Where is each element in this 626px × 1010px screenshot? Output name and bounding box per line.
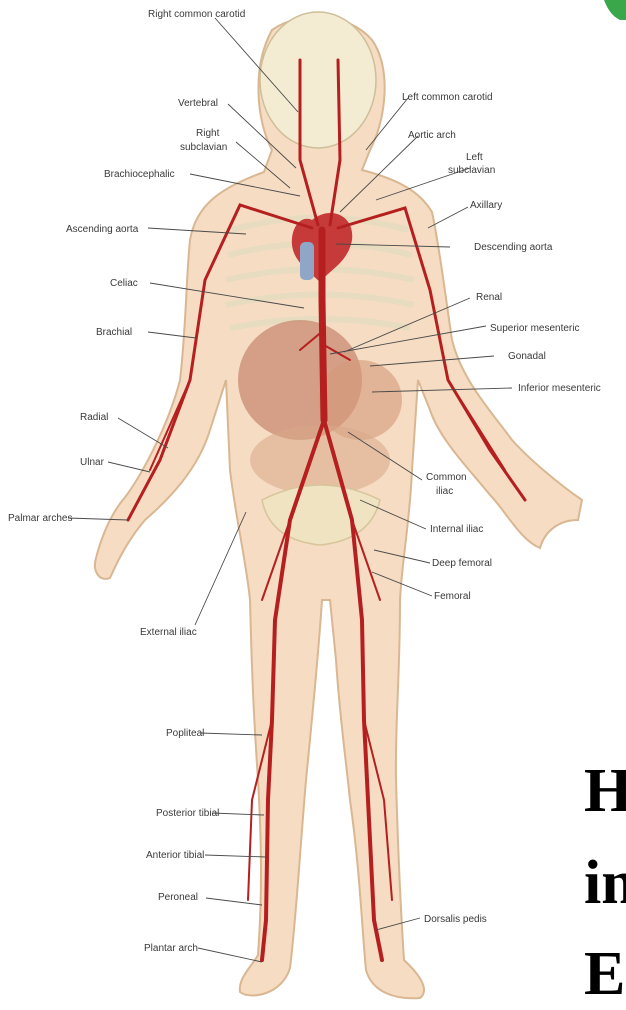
label-posterior-tibial: Posterior tibial xyxy=(156,808,219,819)
label-ascending-aorta: Ascending aorta xyxy=(66,224,139,235)
label-right-subclavian-line2: subclavian xyxy=(180,142,227,153)
slide-title-line2: in xyxy=(584,852,626,914)
label-popliteal: Popliteal xyxy=(166,728,204,739)
label-gonadal: Gonadal xyxy=(508,351,546,362)
label-left-subclavian-line1: Left xyxy=(466,152,483,163)
label-right-subclavian-line1: Right xyxy=(196,128,220,139)
label-brachiocephalic: Brachiocephalic xyxy=(104,169,175,180)
label-ulnar: Ulnar xyxy=(80,457,105,468)
label-anterior-tibial: Anterior tibial xyxy=(146,850,204,861)
label-left-common-carotid: Left common carotid xyxy=(402,92,493,103)
label-radial: Radial xyxy=(80,412,108,423)
label-vertebral: Vertebral xyxy=(178,98,218,109)
label-external-iliac: External iliac xyxy=(140,627,197,638)
label-descending-aorta: Descending aorta xyxy=(474,242,553,253)
label-brachial: Brachial xyxy=(96,327,132,338)
label-femoral: Femoral xyxy=(434,591,471,602)
label-axillary: Axillary xyxy=(470,200,502,211)
label-dorsalis-pedis: Dorsalis pedis xyxy=(424,914,487,925)
label-renal: Renal xyxy=(476,292,502,303)
slide-title-line3: E xyxy=(584,943,625,1005)
label-celiac: Celiac xyxy=(110,278,138,289)
corner-leaf-icon xyxy=(598,0,626,22)
label-common-iliac-line2: iliac xyxy=(436,486,453,497)
label-common-iliac-line1: Common xyxy=(426,472,467,483)
label-internal-iliac: Internal iliac xyxy=(430,524,483,535)
slide-title-line1: H xyxy=(584,760,626,822)
label-aortic-arch: Aortic arch xyxy=(408,130,456,141)
label-peroneal: Peroneal xyxy=(158,892,198,903)
label-right-common-carotid: Right common carotid xyxy=(148,9,245,20)
label-palmar-arches: Palmar arches xyxy=(8,513,72,524)
label-superior-mesenteric: Superior mesenteric xyxy=(490,323,579,334)
label-deep-femoral: Deep femoral xyxy=(432,558,492,569)
label-inferior-mesenteric: Inferior mesenteric xyxy=(518,383,601,394)
label-left-subclavian-line2: subclavian xyxy=(448,165,495,176)
label-plantar-arch: Plantar arch xyxy=(144,943,198,954)
